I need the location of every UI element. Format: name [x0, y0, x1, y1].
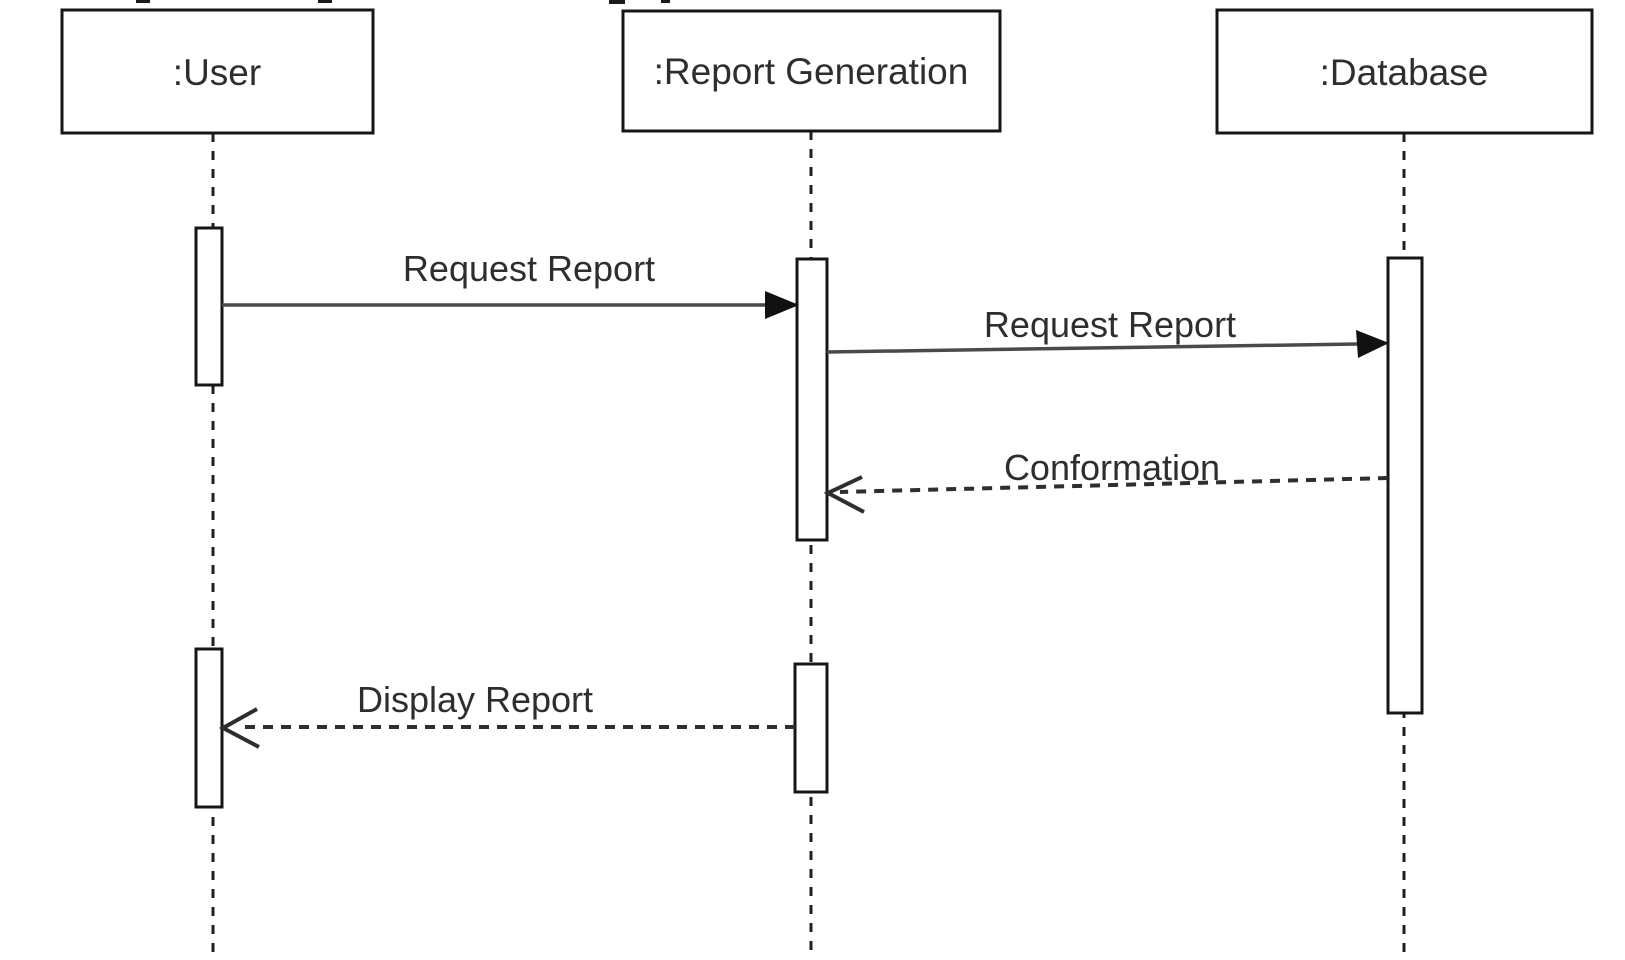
activation-bar-report-generation-1	[795, 257, 829, 542]
actor-box-database	[1215, 8, 1594, 135]
message-conformation: Conformation	[823, 447, 1389, 514]
open-arrowhead-icon	[823, 475, 865, 514]
activation-bar-database	[1386, 256, 1424, 715]
activation-bar-report-generation-2	[793, 662, 829, 794]
actor-box-user	[60, 8, 375, 135]
lifelines	[211, 131, 1406, 954]
filled-arrowhead-icon	[1356, 330, 1389, 358]
message-request-report-1: Request Report	[222, 248, 799, 319]
cropped-text-artifact	[661, 0, 670, 3]
message-label: Conformation	[1004, 447, 1220, 488]
cropped-text-artifact	[318, 0, 332, 3]
filled-arrowhead-icon	[765, 291, 799, 319]
actor-label-user: :User	[173, 52, 261, 93]
open-arrowhead-icon	[218, 707, 260, 749]
cropped-text-artifact	[136, 0, 150, 3]
actor-box-report-generation	[621, 9, 1002, 133]
message-label: Request Report	[403, 248, 655, 289]
activation-bar-user-1	[194, 226, 224, 387]
message-line-dashed	[839, 476, 1389, 494]
message-display-report: Display Report	[218, 679, 795, 749]
activation-bars	[194, 226, 1424, 809]
activation-bar-user-2	[194, 647, 224, 809]
message-request-report-2: Request Report	[826, 304, 1389, 358]
cropped-text-artifacts	[136, 0, 670, 4]
message-label: Request Report	[984, 304, 1236, 345]
actor-label-database: :Database	[1320, 52, 1489, 93]
actor-boxes: :User :Report Generation :Database	[60, 8, 1594, 135]
actor-label-report-generation: :Report Generation	[654, 51, 969, 92]
cropped-text-artifact	[609, 0, 625, 4]
message-line-solid	[826, 342, 1359, 354]
message-label: Display Report	[357, 679, 593, 720]
